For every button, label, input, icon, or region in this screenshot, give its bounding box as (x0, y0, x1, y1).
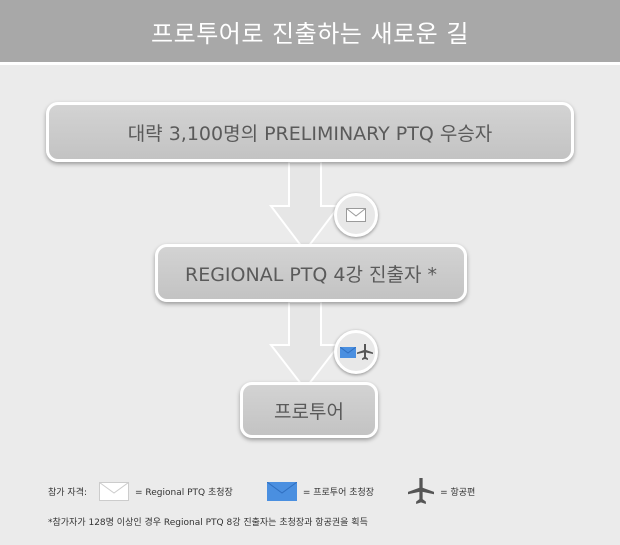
badge-protour-invite-flight (334, 330, 378, 374)
flow-step-regional-top4: REGIONAL PTQ 4강 진출자 * (155, 244, 467, 302)
airplane-icon (356, 344, 373, 360)
envelope-white-icon (346, 208, 366, 222)
envelope-blue-icon (339, 346, 356, 358)
legend-item-regional-invite: = Regional PTQ 초청장 (135, 487, 233, 498)
page-title: 프로투어로 진출하는 새로운 길 (151, 19, 469, 48)
envelope-white-icon (99, 481, 130, 501)
legend: 참가 자격: = Regional PTQ 초청장 = 프로투어 초청장 = 항… (48, 478, 475, 504)
legend-item-flight: = 항공편 (440, 487, 476, 498)
flow-step-pro-tour: 프로투어 (240, 382, 378, 438)
arrow-down-1 (268, 161, 342, 253)
arrow-down-2 (268, 301, 342, 391)
airplane-icon (408, 478, 435, 504)
flow-step-preliminary-winners: 대략 3,100명의 PRELIMINARY PTQ 우승자 (46, 102, 574, 162)
flow-step-1-label: 대략 3,100명의 PRELIMINARY PTQ 우승자 (127, 122, 493, 145)
flow-step-2-label: REGIONAL PTQ 4강 진출자 * (185, 263, 437, 286)
flow-step-3-label: 프로투어 (274, 400, 344, 423)
legend-label: 참가 자격: (48, 487, 88, 498)
header-banner: 프로투어로 진출하는 새로운 길 (0, 0, 620, 65)
legend-item-protour-invite: = 프로투어 초청장 (302, 487, 375, 498)
badge-regional-invite (334, 193, 378, 237)
footnote: *참가자가 128명 이상인 경우 Regional PTQ 8강 진출자는 초… (48, 518, 368, 528)
envelope-blue-icon (266, 481, 297, 501)
